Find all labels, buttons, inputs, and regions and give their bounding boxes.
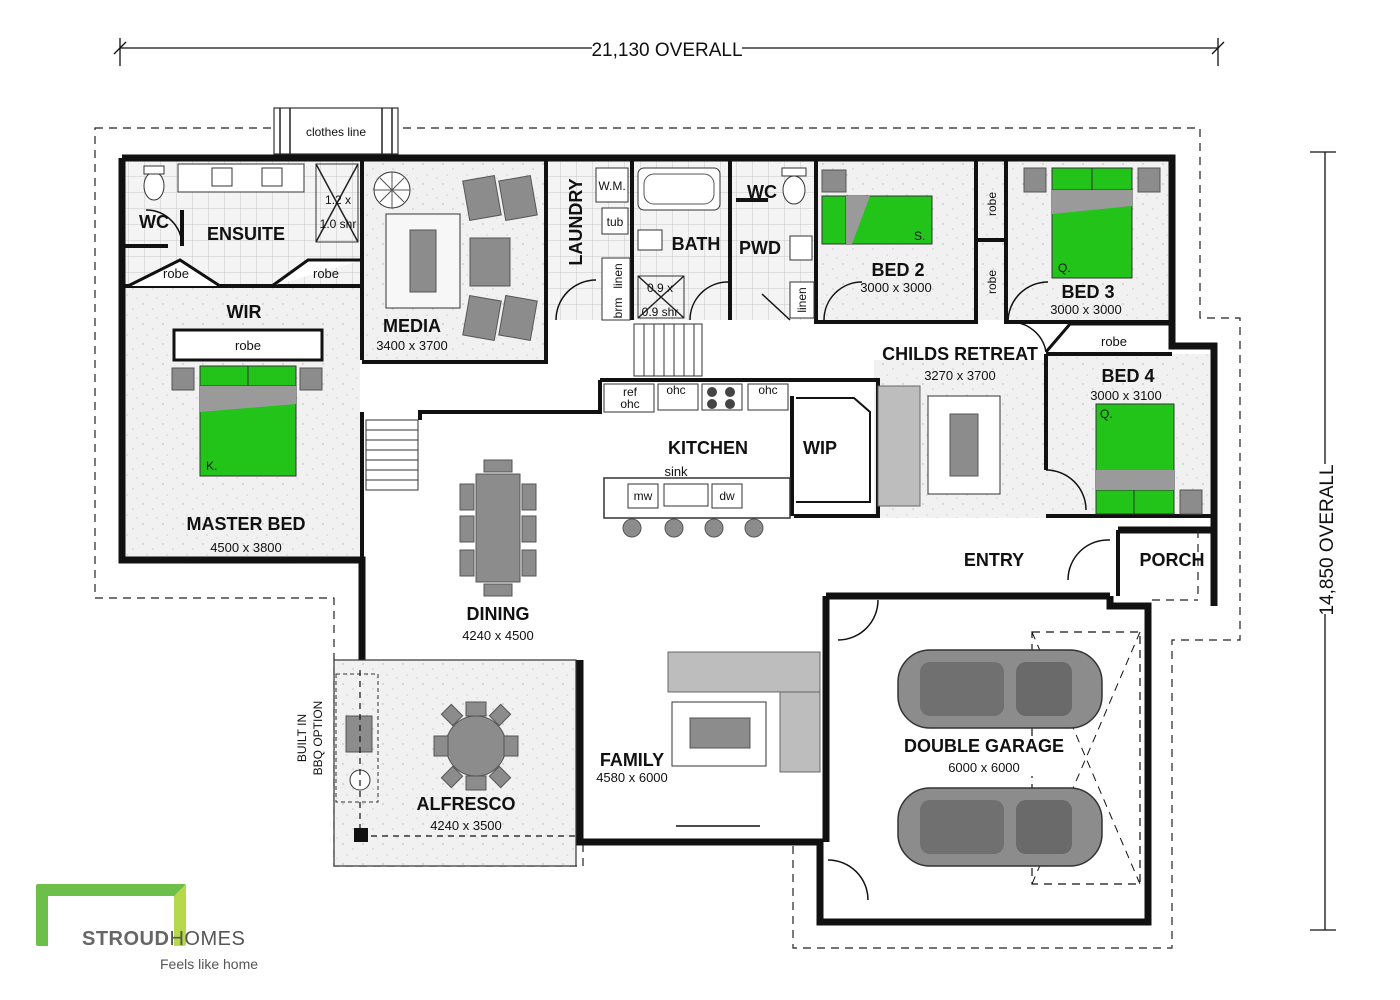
kitchen-ohc-label-2: ohc	[666, 383, 685, 397]
logo-mark	[36, 884, 186, 946]
external-walls	[118, 154, 1218, 926]
porch-label: PORCH	[1139, 550, 1204, 570]
media-label: MEDIA	[383, 316, 441, 336]
ensuite-label: ENSUITE	[207, 224, 285, 244]
master-bed-label: MASTER BED	[186, 514, 305, 534]
bed4-size: 3000 x 3100	[1090, 388, 1162, 403]
logo-light-text: HOMES	[169, 928, 246, 950]
laundry-label: LAUNDRY	[566, 178, 586, 265]
bed3-robes: robe robe	[985, 192, 999, 294]
alfresco-label: ALFRESCO	[417, 794, 516, 814]
bed2-size: 3000 x 3000	[860, 280, 932, 295]
bedroom-4: BED 4 3000 x 3100 Q.	[1045, 366, 1203, 515]
master-bedroom: WIR robe K. MASTER BED 4500 x 3800	[171, 302, 324, 563]
bath-label: BATH	[672, 234, 721, 254]
bed3-robe-b-label: robe	[985, 270, 999, 294]
kitchen-ohc-label-1: ohc	[620, 397, 639, 411]
childs-retreat: CHILDS RETREAT 3270 x 3700 robe	[877, 321, 1172, 507]
kitchen-ohc-label-3: ohc	[758, 383, 777, 397]
kitchen: ref ohc ohc ohc KITCHEN sink mw dw WIP	[603, 383, 871, 538]
bathroom: BATH 0.9 x 0.9 shr	[637, 167, 729, 321]
bed4-robe-label: robe	[1101, 334, 1127, 349]
kitchen-sink-label: sink	[664, 464, 688, 479]
alfresco: BUILT IN BBQ OPTION ALFRESCO 4240 x 3500	[295, 659, 577, 867]
robe-left-label: robe	[163, 266, 189, 281]
ensuite-wc-label: WC	[139, 212, 169, 232]
bedroom-3: Q. BED 3 3000 x 3000	[1007, 167, 1161, 323]
wir-label: WIR	[227, 302, 262, 322]
wir-robe-label: robe	[235, 338, 261, 353]
overall-width-label: 21,130 OVERALL	[591, 40, 742, 61]
entry-porch: ENTRY PORCH	[964, 530, 1205, 601]
media-room: MEDIA 3400 x 3700	[373, 171, 538, 353]
laundry-tub-label: tub	[607, 215, 624, 229]
pwd-linen-label: linen	[795, 287, 809, 312]
laundry-linen-label: linen	[611, 263, 625, 288]
dining-size: 4240 x 4500	[462, 628, 534, 643]
ensuite: 1.2 x 1.0 shr ENSUITE WC robe robe	[122, 163, 362, 288]
garage-label: DOUBLE GARAGE	[904, 736, 1064, 756]
wip-label: WIP	[803, 438, 837, 458]
clothes-line-label: clothes line	[306, 125, 366, 139]
laundry-brm-label: brm	[611, 298, 625, 319]
kitchen-ref-label: ref	[623, 385, 638, 399]
ensuite-shower-line2: 1.0 shr	[320, 217, 357, 231]
powder-room: WC PWD linen	[736, 167, 815, 321]
robe-right-label: robe	[313, 266, 339, 281]
car-2	[897, 787, 1103, 867]
family: FAMILY 4580 x 6000	[596, 651, 821, 827]
bed3-size: 3000 x 3000	[1050, 302, 1122, 317]
retreat-size: 3270 x 3700	[924, 368, 996, 383]
master-bed-size: 4500 x 3800	[210, 540, 282, 555]
bbq-label-line1: BUILT IN	[295, 714, 309, 762]
retreat-label: CHILDS RETREAT	[882, 344, 1038, 364]
logo-tagline: Feels like home	[160, 956, 259, 972]
kitchen-dw-label: dw	[719, 489, 735, 503]
media-size: 3400 x 3700	[376, 338, 448, 353]
stairs	[365, 323, 703, 491]
kitchen-mw-label: mw	[634, 489, 653, 503]
bed4-label: BED 4	[1101, 366, 1154, 386]
overall-depth-label: 14,850 OVERALL	[1317, 464, 1338, 615]
stroud-homes-logo: STROUDHOMES Feels like home	[36, 884, 286, 974]
bed4-bed-letter: Q.	[1100, 407, 1113, 421]
ensuite-shower-line1: 1.2 x	[325, 193, 351, 207]
family-label: FAMILY	[600, 750, 664, 770]
bedroom-2: S. BED 2 3000 x 3000	[821, 169, 933, 321]
bed3-label: BED 3	[1061, 282, 1114, 302]
master-bed-size-letter: K.	[206, 459, 217, 473]
bbq-label-line2: BBQ OPTION	[311, 701, 325, 776]
garage-size: 6000 x 6000	[948, 760, 1020, 775]
double-garage: DOUBLE GARAGE 6000 x 6000	[827, 599, 1141, 901]
family-size: 4580 x 6000	[596, 770, 668, 785]
dining: DINING 4240 x 4500	[459, 459, 537, 643]
logo-wordmark: STROUDHOMES	[82, 928, 245, 951]
car-1	[897, 649, 1103, 729]
pwd-label: PWD	[739, 238, 781, 258]
pwd-wc-label: WC	[747, 182, 777, 202]
bath-shower-line1: 0.9 x	[647, 281, 673, 295]
entry-label: ENTRY	[964, 550, 1024, 570]
bed2-bed-letter: S.	[914, 229, 925, 243]
clothes-line: clothes line	[273, 107, 399, 155]
bed2-label: BED 2	[871, 260, 924, 280]
dining-label: DINING	[467, 604, 530, 624]
kitchen-label: KITCHEN	[668, 438, 748, 458]
overall-width-dimension: 21,130 OVERALL	[113, 37, 1225, 66]
logo-bold-text: STROUD	[82, 928, 170, 950]
bath-shower-line2: 0.9 shr	[642, 305, 679, 319]
laundry: LAUNDRY W.M. tub linen brm	[555, 167, 631, 321]
overall-depth-dimension: 14,850 OVERALL	[1310, 151, 1338, 931]
laundry-wm-label: W.M.	[598, 179, 625, 193]
alfresco-size: 4240 x 3500	[430, 818, 502, 833]
bed3-robe-a-label: robe	[985, 192, 999, 216]
bed3-bed-letter: Q.	[1058, 261, 1071, 275]
